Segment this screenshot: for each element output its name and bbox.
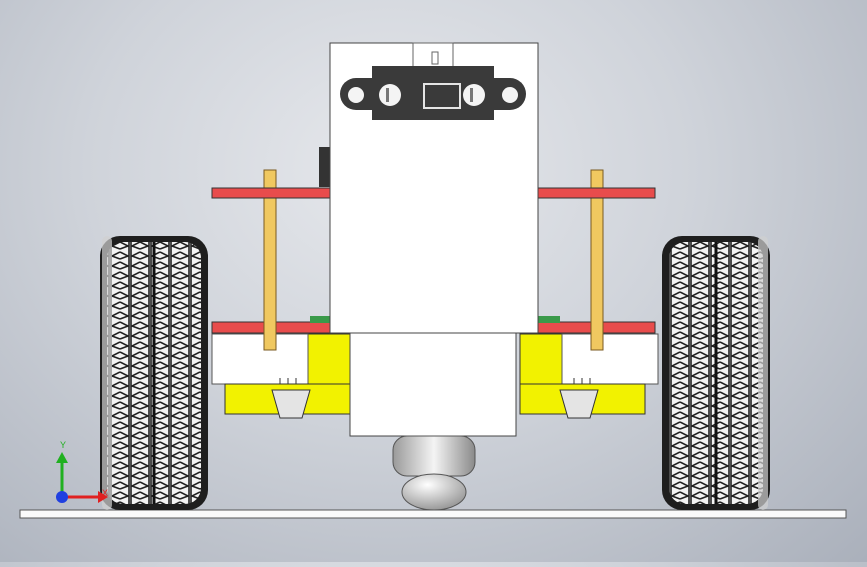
lower-body [349, 332, 517, 437]
right-wheel [662, 236, 770, 510]
distance-sensor [340, 42, 526, 120]
right-motor [519, 333, 659, 419]
coordinate-triad [56, 452, 108, 503]
left-motor [211, 333, 351, 419]
left-wheel [100, 236, 208, 510]
axis-y-label: Y [60, 440, 67, 450]
side-mount [319, 147, 331, 187]
ground-plane [19, 509, 847, 519]
axis-x-label: X [102, 488, 109, 498]
standoff-left [263, 169, 277, 351]
caster-wheel [392, 435, 476, 511]
standoff-right [590, 169, 604, 351]
pcb-left [310, 316, 332, 323]
pcb-right [538, 316, 560, 323]
